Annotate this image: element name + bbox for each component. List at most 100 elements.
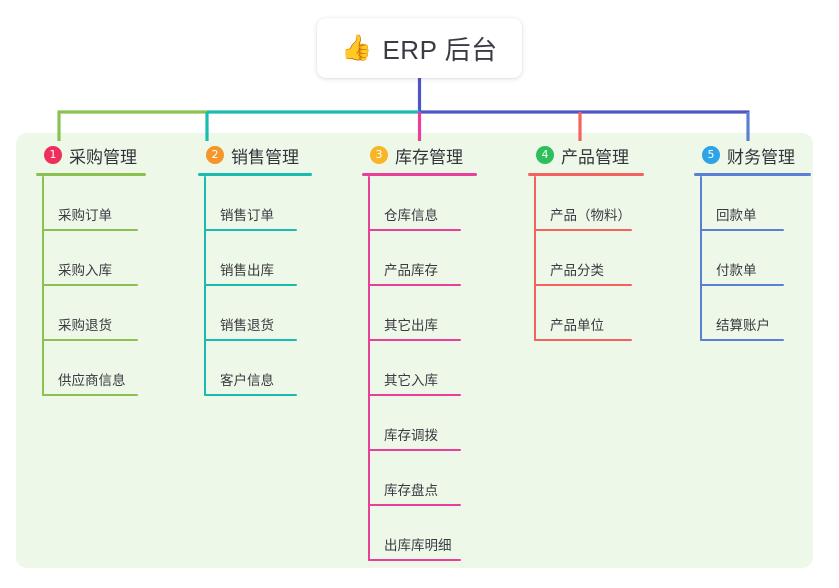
branch-item[interactable]: 销售订单 [198, 176, 312, 231]
branch-header-5[interactable]: 5 财务管理 [702, 143, 811, 167]
branch-item-rule [204, 339, 297, 341]
branch-item[interactable]: 供应商信息 [36, 341, 146, 396]
branch-item-label: 产品库存 [384, 263, 438, 278]
branch-items: 采购订单采购入库采购退货供应商信息 [36, 176, 146, 396]
branch-item-rule [42, 229, 138, 231]
branch-item-label: 库存调拨 [384, 428, 438, 443]
branch-item-label: 回款单 [716, 208, 757, 223]
branch-item-label: 采购退货 [58, 318, 112, 333]
branch-number-badge: 5 [702, 146, 720, 164]
branch-number-badge: 4 [536, 146, 554, 164]
branch-item-rule [368, 559, 461, 561]
branch-item[interactable]: 出库库明细 [362, 506, 477, 561]
branch-spine [368, 176, 370, 561]
branches-panel [16, 133, 813, 568]
branch-number-badge: 2 [206, 146, 224, 164]
branch-header-rule [694, 173, 811, 176]
branch-item[interactable]: 结算账户 [694, 286, 811, 341]
branch-item[interactable]: 回款单 [694, 176, 811, 231]
branch-item[interactable]: 采购订单 [36, 176, 146, 231]
branch-item-rule [368, 394, 461, 396]
branch-spine [700, 176, 702, 341]
branch-item-rule [368, 504, 461, 506]
branch-header-4[interactable]: 4 产品管理 [536, 143, 644, 167]
branch-item[interactable]: 库存盘点 [362, 451, 477, 506]
branch-item-label: 销售出库 [220, 263, 274, 278]
branch-item[interactable]: 采购入库 [36, 231, 146, 286]
branch-item-label: 销售订单 [220, 208, 274, 223]
branch-item[interactable]: 其它出库 [362, 286, 477, 341]
branch-title: 产品管理 [561, 147, 629, 167]
root-title: ERP 后台 [382, 34, 498, 65]
branch-item-label: 库存盘点 [384, 483, 438, 498]
branch-items: 仓库信息产品库存其它出库其它入库库存调拨库存盘点出库库明细 [362, 176, 477, 561]
branch-item[interactable]: 采购退货 [36, 286, 146, 341]
branch-item-rule [700, 229, 784, 231]
branch-item[interactable]: 付款单 [694, 231, 811, 286]
branch-title: 库存管理 [395, 147, 463, 167]
branch-column-4: 4 产品管理产品（物料） 产品分类产品单位 [528, 143, 644, 341]
branch-item-label: 产品单位 [550, 318, 604, 333]
branch-column-1: 1 采购管理采购订单采购入库采购退货供应商信息 [36, 143, 146, 396]
branch-item-label: 采购入库 [58, 263, 112, 278]
thumbs-up-icon: 👍 [341, 33, 373, 62]
branch-item[interactable]: 产品库存 [362, 231, 477, 286]
branch-item-rule [42, 284, 138, 286]
branch-items: 销售订单销售出库销售退货客户信息 [198, 176, 312, 396]
branch-header-3[interactable]: 3 库存管理 [370, 143, 477, 167]
branch-header-rule [36, 173, 146, 176]
root-node[interactable]: 👍 ERP 后台 [317, 18, 522, 78]
branch-item[interactable]: 仓库信息 [362, 176, 477, 231]
branch-item-label: 产品（物料） [550, 208, 631, 223]
branch-item-rule [42, 339, 138, 341]
branch-item-rule [204, 229, 297, 231]
branch-item-label: 供应商信息 [58, 373, 126, 388]
branch-title: 财务管理 [727, 147, 795, 167]
branch-item-rule [700, 339, 784, 341]
branch-header-2[interactable]: 2 销售管理 [206, 143, 312, 167]
branch-spine [42, 176, 44, 396]
branch-item-label: 产品分类 [550, 263, 604, 278]
branch-spine [204, 176, 206, 396]
branch-item-rule [204, 394, 297, 396]
branch-header-rule [528, 173, 644, 176]
branch-item-rule [368, 339, 461, 341]
branch-spine [534, 176, 536, 341]
branch-item-label: 付款单 [716, 263, 757, 278]
branch-item-label: 销售退货 [220, 318, 274, 333]
branch-items: 回款单付款单结算账户 [694, 176, 811, 341]
branch-column-3: 3 库存管理仓库信息产品库存其它出库其它入库库存调拨库存盘点出库库明细 [362, 143, 477, 561]
branch-item-label: 其它出库 [384, 318, 438, 333]
branch-item-rule [204, 284, 297, 286]
branch-item[interactable]: 销售出库 [198, 231, 312, 286]
branch-header-rule [198, 173, 312, 176]
branch-item-label: 仓库信息 [384, 208, 438, 223]
branch-header-rule [362, 173, 477, 176]
branch-item-label: 出库库明细 [384, 538, 452, 553]
branch-title: 采购管理 [69, 147, 137, 167]
branch-item-rule [368, 449, 461, 451]
branch-items: 产品（物料） 产品分类产品单位 [528, 176, 644, 341]
branch-header-1[interactable]: 1 采购管理 [44, 143, 146, 167]
branch-item-label: 其它入库 [384, 373, 438, 388]
branch-item[interactable]: 产品（物料） [528, 176, 644, 231]
branch-number-badge: 3 [370, 146, 388, 164]
branch-item[interactable]: 产品单位 [528, 286, 644, 341]
branch-item[interactable]: 销售退货 [198, 286, 312, 341]
branch-column-5: 5 财务管理回款单付款单结算账户 [694, 143, 811, 341]
branch-item[interactable]: 库存调拨 [362, 396, 477, 451]
branch-item-label: 结算账户 [716, 318, 770, 333]
branch-item[interactable]: 产品分类 [528, 231, 644, 286]
branch-item-rule [534, 229, 632, 231]
branch-title: 销售管理 [231, 147, 299, 167]
branch-item-rule [368, 229, 461, 231]
branch-column-2: 2 销售管理销售订单销售出库销售退货客户信息 [198, 143, 312, 396]
branch-item-label: 客户信息 [220, 373, 274, 388]
branch-number-badge: 1 [44, 146, 62, 164]
branch-item-rule [700, 284, 784, 286]
branch-item[interactable]: 客户信息 [198, 341, 312, 396]
branch-item[interactable]: 其它入库 [362, 341, 477, 396]
branch-item-rule [534, 284, 632, 286]
branch-item-rule [534, 339, 632, 341]
